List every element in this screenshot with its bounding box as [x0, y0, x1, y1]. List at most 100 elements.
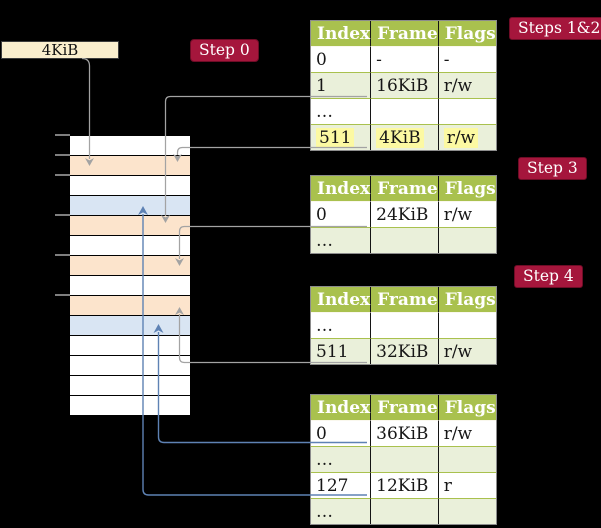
table-cell: -	[370, 47, 438, 72]
column-header-frame: Frame	[370, 176, 438, 202]
highlighted-cell-value: r/w	[443, 127, 479, 148]
memory-row-12	[70, 376, 190, 396]
cell-value: -	[376, 49, 382, 70]
table-cell: …	[311, 313, 371, 338]
table-cell: 0	[311, 47, 371, 72]
table-cell	[437, 498, 496, 524]
memory-address-tick	[55, 154, 70, 156]
table-cell	[437, 446, 496, 472]
memory-row-9	[70, 316, 190, 336]
column-header-flags: Flags	[437, 395, 496, 421]
column-header-index: Index	[311, 395, 371, 421]
memory-address-tick	[55, 254, 70, 256]
table-row: …	[311, 446, 496, 472]
badge-step-4: Step 4	[514, 265, 583, 288]
table-cell	[370, 313, 438, 338]
column-header-frame: Frame	[370, 21, 438, 47]
table-cell	[437, 98, 496, 124]
memory-row-13	[70, 396, 190, 416]
table-cell: -	[437, 47, 496, 72]
table-row: …	[311, 313, 496, 338]
table-cell: 4KiB	[370, 124, 438, 150]
table-cell: r/w	[437, 421, 496, 446]
cell-value: 127	[316, 475, 349, 496]
column-header-frame: Frame	[370, 287, 438, 313]
table-cell: 1	[311, 72, 371, 98]
cell-value: …	[316, 315, 333, 336]
cell-value: 0	[316, 49, 327, 70]
badge-step-0: Step 0	[190, 39, 259, 62]
table-cell: 36KiB	[370, 421, 438, 446]
cell-value: …	[316, 230, 333, 251]
table-cell: 511	[311, 124, 371, 150]
table-row: 127 12KiB r	[311, 472, 496, 498]
column-header-index: Index	[311, 21, 371, 47]
memory-address-tick	[55, 134, 70, 136]
table-cell: 0	[311, 421, 371, 446]
memory-row-2	[70, 176, 190, 196]
table-cell: r/w	[437, 124, 496, 150]
table-cell: …	[311, 498, 371, 524]
table-cell: r	[437, 472, 496, 498]
badge-steps-1-2: Steps 1&2	[509, 17, 601, 40]
cell-value: 32KiB	[376, 341, 429, 362]
memory-address-tick	[55, 174, 70, 176]
table-cell: 16KiB	[370, 72, 438, 98]
memory-address-tick	[55, 294, 70, 296]
table-cell: 127	[311, 472, 371, 498]
cell-value: r	[443, 475, 452, 496]
table-cell: r/w	[437, 202, 496, 227]
memory-row-3	[70, 196, 190, 216]
table-row: 1 16KiB r/w	[311, 72, 496, 98]
memory-row-10	[70, 336, 190, 356]
frame-pointer-box: 4KiB	[1, 41, 119, 59]
table-cell: 24KiB	[370, 202, 438, 227]
cell-value: -	[443, 49, 450, 70]
memory-row-5	[70, 236, 190, 256]
cell-value: r/w	[443, 204, 473, 225]
table-cell: …	[311, 446, 371, 472]
memory-row-8	[70, 296, 190, 316]
cell-value: 511	[316, 341, 349, 362]
cell-value: r/w	[443, 75, 473, 96]
cell-value: …	[316, 449, 333, 470]
cell-value: 16KiB	[376, 75, 429, 96]
badge-step-3: Step 3	[518, 157, 587, 180]
column-header-flags: Flags	[437, 176, 496, 202]
memory-row-1	[70, 156, 190, 176]
table-cell: 12KiB	[370, 472, 438, 498]
cell-value: 0	[316, 204, 327, 225]
cell-value: 24KiB	[376, 204, 429, 225]
column-header-flags: Flags	[437, 21, 496, 47]
cell-value: 12KiB	[376, 475, 429, 496]
cell-value: 0	[316, 423, 327, 444]
cell-value: 36KiB	[376, 423, 429, 444]
table-cell	[437, 227, 496, 253]
table-row: 0 36KiB r/w	[311, 421, 496, 446]
table-cell: 0	[311, 202, 371, 227]
table-cell: 32KiB	[370, 338, 438, 364]
table-row: 0 24KiB r/w	[311, 202, 496, 227]
highlighted-cell-value: 4KiB	[376, 127, 424, 148]
frame-pointer-label: 4KiB	[41, 41, 79, 59]
memory-row-11	[70, 356, 190, 376]
table-cell	[370, 227, 438, 253]
table-cell: r/w	[437, 72, 496, 98]
cell-value: 1	[316, 75, 327, 96]
cell-value: r/w	[443, 423, 473, 444]
physical-memory-column	[70, 135, 190, 416]
table-cell	[370, 446, 438, 472]
column-header-flags: Flags	[437, 287, 496, 313]
table-cell	[370, 98, 438, 124]
column-header-index: Index	[311, 287, 371, 313]
table-cell	[370, 498, 438, 524]
highlighted-cell-value: 511	[316, 127, 355, 148]
cell-value: r/w	[443, 341, 473, 362]
memory-row-6	[70, 256, 190, 276]
table-cell: …	[311, 227, 371, 253]
table-row: 511 32KiB r/w	[311, 338, 496, 364]
